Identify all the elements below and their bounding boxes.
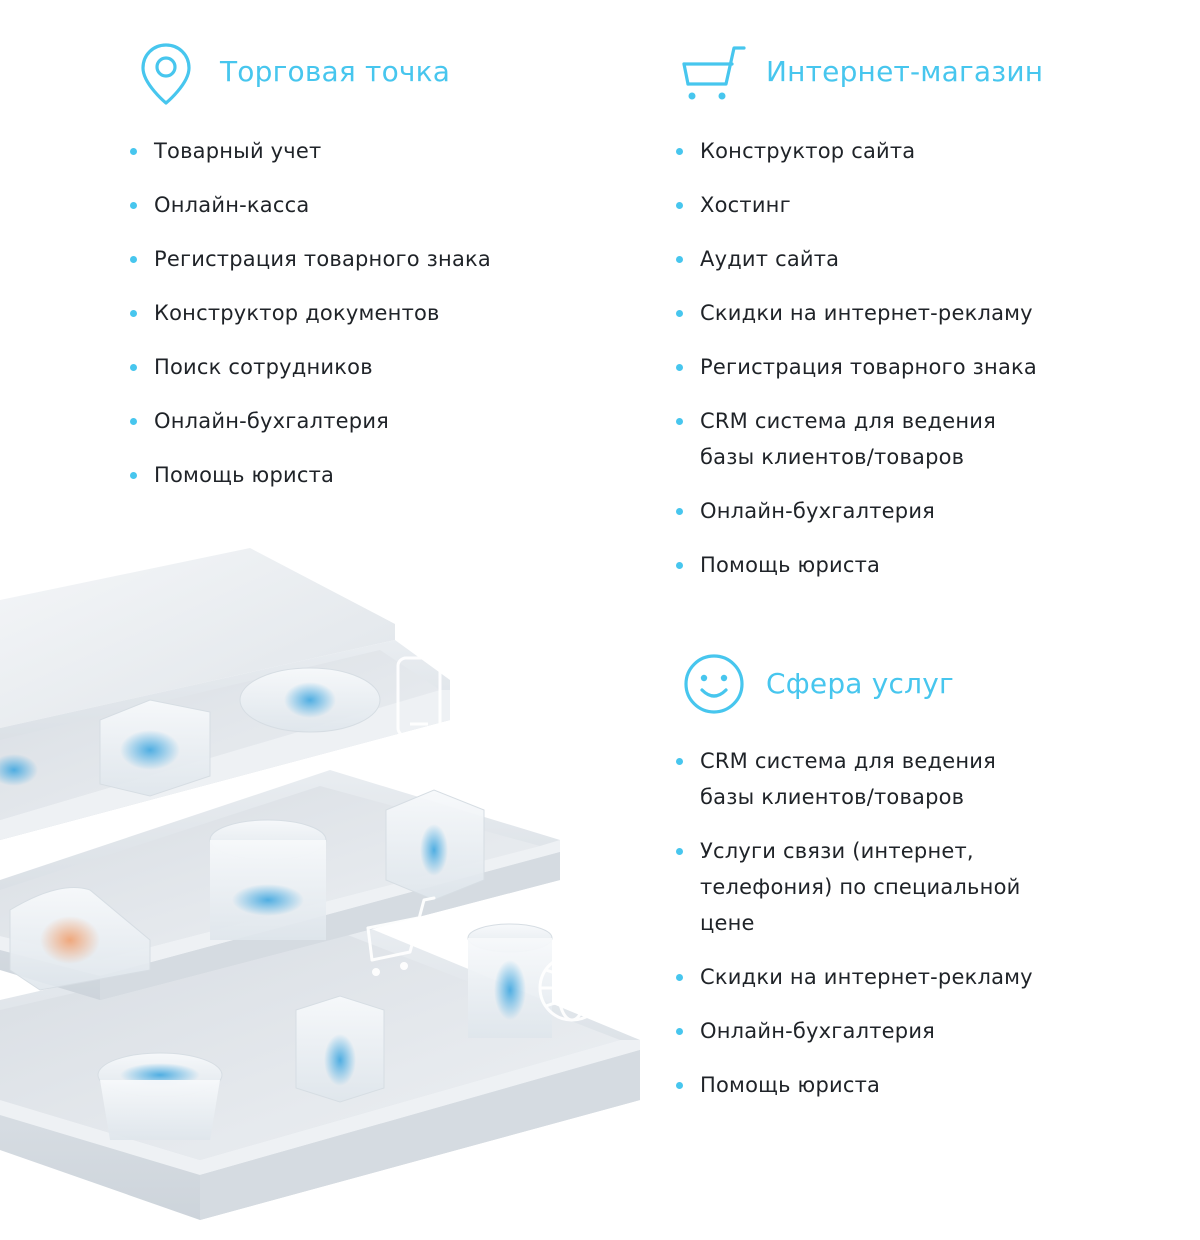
section-title: Сфера услуг [766, 667, 954, 700]
list-item: Онлайн-бухгалтерия [676, 1013, 1033, 1049]
list-item: Товарный учет [130, 133, 491, 169]
list-item: Регистрация товарного знака [130, 241, 491, 277]
list-item: Онлайн-касса [130, 187, 491, 223]
trays-image [0, 548, 640, 1220]
list-item: Поиск сотрудников [130, 349, 491, 385]
list-item: Скидки на интернет-рекламу [676, 295, 1037, 331]
list-item: Онлайн-бухгалтерия [130, 403, 491, 439]
list-item: CRM система для ведения базы клиентов/то… [676, 743, 1033, 815]
feature-list: Конструктор сайта Хостинг Аудит сайта Ск… [676, 133, 1037, 601]
shopping-cart-icon [682, 44, 746, 108]
list-item: CRM система для ведения базы клиентов/то… [676, 403, 1037, 475]
list-item: Скидки на интернет-рекламу [676, 959, 1033, 995]
list-item: Помощь юриста [130, 457, 491, 493]
list-item: Онлайн-бухгалтерия [676, 493, 1037, 529]
section-title: Торговая точка [220, 55, 451, 88]
section-header: Торговая точка [130, 38, 600, 108]
section-header: Интернет-магазин [676, 38, 1176, 108]
list-item: Помощь юриста [676, 547, 1037, 583]
list-item: Помощь юриста [676, 1067, 1033, 1103]
section-retail: Торговая точка Товарный учет Онлайн-касс… [130, 38, 600, 487]
list-item: Хостинг [676, 187, 1037, 223]
list-item: Регистрация товарного знака [676, 349, 1037, 385]
feature-list: Товарный учет Онлайн-касса Регистрация т… [130, 133, 491, 511]
section-header: Сфера услуг [676, 650, 1176, 720]
list-item: Конструктор сайта [676, 133, 1037, 169]
stacked-trays-illustration [0, 540, 660, 1220]
list-item: Услуги связи (интернет, телефония) по сп… [676, 833, 1033, 941]
list-item: Аудит сайта [676, 241, 1037, 277]
smiley-face-icon [682, 652, 746, 720]
section-services: Сфера услуг CRM система для ведения базы… [676, 650, 1176, 1097]
section-title: Интернет-магазин [766, 55, 1044, 88]
location-pin-icon [138, 42, 194, 110]
section-online-shop: Интернет-магазин Конструктор сайта Хости… [676, 38, 1176, 577]
list-item: Конструктор документов [130, 295, 491, 331]
feature-list: CRM система для ведения базы клиентов/то… [676, 743, 1033, 1121]
